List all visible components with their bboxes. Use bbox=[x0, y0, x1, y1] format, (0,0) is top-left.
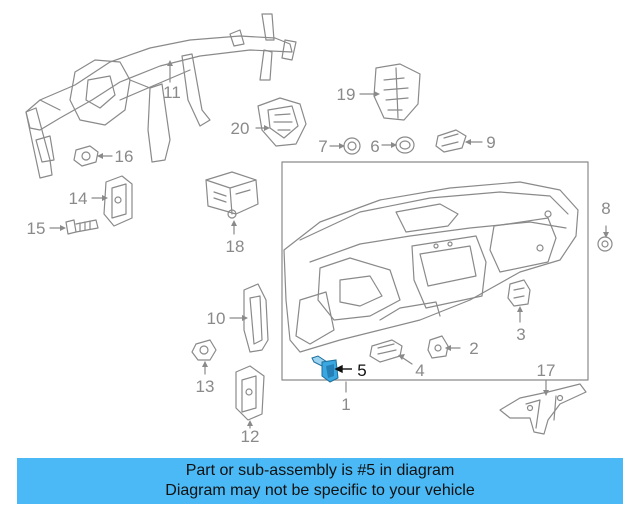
callout-16: 16 bbox=[115, 147, 134, 166]
callout-13: 13 bbox=[196, 377, 215, 396]
part-10-shape bbox=[243, 283, 269, 353]
instrument-panel bbox=[283, 181, 579, 353]
part-20-shape bbox=[257, 97, 307, 147]
part-3-shape bbox=[507, 279, 531, 307]
callout-10: 10 bbox=[207, 309, 226, 328]
callout-4: 4 bbox=[415, 361, 424, 380]
part-9-shape bbox=[435, 129, 467, 153]
callout-5[interactable]: 5 bbox=[357, 361, 366, 380]
cross-car-beam bbox=[25, 13, 297, 179]
callout-7: 7 bbox=[318, 137, 327, 156]
part-6-shape bbox=[395, 136, 415, 154]
callout-1: 1 bbox=[341, 395, 350, 414]
part-18-shape bbox=[205, 171, 259, 219]
part-16-shape bbox=[73, 145, 99, 167]
callout-8: 8 bbox=[601, 199, 610, 218]
leader-5 bbox=[334, 364, 352, 374]
callout-2: 2 bbox=[469, 339, 478, 358]
part-5-shape[interactable] bbox=[311, 355, 339, 383]
callout-18: 18 bbox=[226, 237, 245, 256]
part-7-shape bbox=[343, 137, 361, 155]
callout-14: 14 bbox=[69, 189, 88, 208]
part-13-shape bbox=[191, 339, 217, 361]
part-8-shape bbox=[597, 236, 613, 252]
callout-12: 12 bbox=[241, 427, 260, 446]
callout-15: 15 bbox=[27, 219, 46, 238]
part-15-shape bbox=[65, 219, 99, 235]
assembly-box bbox=[281, 161, 589, 381]
callout-19: 19 bbox=[337, 85, 356, 104]
part-2-shape bbox=[427, 335, 449, 359]
callout-11: 11 bbox=[163, 83, 181, 102]
callout-20: 20 bbox=[231, 119, 250, 138]
part-14-shape bbox=[103, 175, 133, 227]
callout-6: 6 bbox=[370, 137, 379, 156]
callout-17: 17 bbox=[537, 361, 556, 380]
part-17-shape bbox=[499, 383, 587, 435]
part-12-shape bbox=[235, 365, 265, 421]
info-banner: Part or sub-assembly is #5 in diagram Di… bbox=[17, 458, 623, 504]
part-4-shape bbox=[369, 339, 403, 363]
part-19-shape bbox=[373, 63, 421, 121]
banner-line-1: Part or sub-assembly is #5 in diagram bbox=[185, 462, 455, 479]
callout-9: 9 bbox=[486, 133, 495, 152]
callout-3: 3 bbox=[516, 325, 525, 344]
banner-line-2: Diagram may not be specific to your vehi… bbox=[165, 482, 475, 499]
